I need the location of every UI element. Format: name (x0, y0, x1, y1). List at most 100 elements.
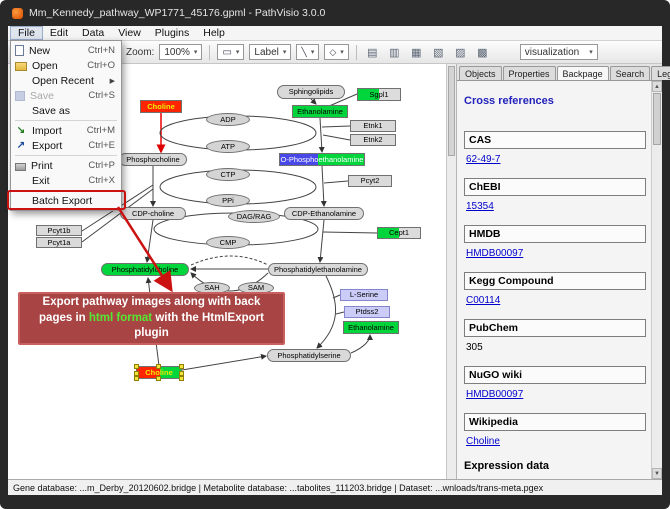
shape-combo[interactable] (324, 44, 349, 60)
menu-item-new[interactable]: New Ctrl+N (11, 43, 121, 58)
pathway-node-phosphocholine[interactable]: Phosphocholine (119, 153, 187, 166)
pathway-node-sgpl1[interactable]: Sgpl1 (357, 88, 401, 101)
menu-item-open-recent[interactable]: Open Recent ▶ (11, 73, 121, 88)
xref-link[interactable]: 62-49-7 (466, 154, 501, 165)
pathway-node-cept1[interactable]: Cept1 (377, 227, 421, 239)
tab-backpage[interactable]: Backpage (556, 66, 609, 80)
align-left-icon[interactable] (408, 44, 425, 61)
pathway-node-ethanolamine-mid[interactable]: Ethanolamine (343, 321, 399, 334)
scrollbar-thumb[interactable] (448, 66, 455, 156)
menu-help[interactable]: Help (203, 27, 225, 39)
pathway-canvas[interactable]: Sphingolipids Sgpl1 Choline Ethanolamine… (8, 64, 446, 479)
pathway-node-phosphatidylcholine[interactable]: Phosphatidylcholine (101, 263, 189, 276)
xref-section-cas: CAS 62-49-7 (464, 131, 646, 165)
scrollbar-thumb[interactable] (653, 93, 661, 145)
print-icon (15, 163, 26, 171)
line-combo[interactable] (296, 44, 320, 60)
distribute-vertical-icon[interactable] (452, 44, 469, 61)
menu-file[interactable]: File (10, 26, 43, 40)
pathway-node-o-phosphoethanolamine[interactable]: O-Phosphoethanolamine (279, 153, 365, 166)
pathway-node-etnk2[interactable]: Etnk2 (350, 134, 396, 146)
pathway-node-ppi[interactable]: PPi (206, 194, 250, 207)
menu-item-open[interactable]: Open Ctrl+O (11, 58, 121, 73)
xref-value: 305 (466, 342, 483, 353)
xref-link[interactable]: C00114 (466, 295, 501, 306)
pathway-node-dag[interactable]: DAG/RAG (228, 210, 280, 223)
selection-handle[interactable] (179, 364, 184, 369)
panel-vertical-scrollbar[interactable] (651, 81, 662, 479)
selection-handle[interactable] (156, 364, 161, 369)
pathway-node-l-serine[interactable]: L-Serine (340, 289, 388, 301)
menu-edit[interactable]: Edit (49, 27, 69, 39)
pathway-node-cdp-ethanolamine[interactable]: CDP-Ethanolamine (284, 207, 364, 220)
pathway-node-sphingolipids[interactable]: Sphingolipids (277, 85, 345, 99)
menu-item-batch-export[interactable]: Batch Export (11, 193, 121, 208)
pathway-node-choline-top[interactable]: Choline (140, 100, 182, 113)
xref-link[interactable]: 15354 (466, 201, 494, 212)
selection-handle[interactable] (134, 364, 139, 369)
menu-item-print[interactable]: Print Ctrl+P (11, 158, 121, 173)
tab-legend[interactable]: Legend (651, 66, 670, 80)
tab-search[interactable]: Search (609, 66, 651, 80)
label-combo[interactable]: Label (249, 44, 292, 60)
menu-item-exit[interactable]: Exit Ctrl+X (11, 173, 121, 188)
zoom-combo[interactable]: 100% (159, 44, 203, 60)
toolbar: Zoom: 100% Label visualization (8, 41, 662, 64)
blank-icon (15, 195, 27, 207)
pathway-node-adp[interactable]: ADP (206, 113, 250, 126)
xref-section-wikipedia: Wikipedia Choline (464, 413, 646, 447)
scroll-up-icon[interactable] (652, 81, 662, 92)
expression-data-heading: Expression data (464, 460, 549, 472)
xref-link[interactable]: HMDB00097 (466, 389, 524, 400)
pathway-node-cmp[interactable]: CMP (206, 236, 250, 249)
menu-item-import[interactable]: Import Ctrl+M (11, 123, 121, 138)
xref-header: Wikipedia (464, 413, 646, 431)
menu-separator (15, 190, 117, 191)
menu-item-save-as[interactable]: Save as (11, 103, 121, 118)
pathway-node-atp[interactable]: ATP (206, 140, 250, 153)
xref-link[interactable]: Choline (466, 436, 500, 447)
toolbar-separator (209, 44, 211, 60)
pathway-node-phosphatidylethanolamine[interactable]: Phosphatidylethanolamine (268, 263, 368, 276)
new-icon (15, 45, 24, 56)
menu-view[interactable]: View (118, 27, 141, 39)
tab-objects[interactable]: Objects (459, 66, 502, 80)
menu-plugins[interactable]: Plugins (154, 27, 190, 39)
import-icon (15, 125, 27, 137)
menu-item-export[interactable]: Export Ctrl+E (11, 138, 121, 153)
pathway-node-cdp-choline[interactable]: CDP-choline (120, 207, 186, 220)
canvas-vertical-scrollbar[interactable] (446, 64, 456, 479)
align-horizontal-icon[interactable] (364, 44, 381, 61)
selection-handle[interactable] (134, 371, 139, 376)
window-title: Mm_Kennedy_pathway_WP1771_45176.gpml - P… (29, 7, 326, 19)
menu-data[interactable]: Data (82, 27, 105, 39)
xref-section-pubchem: PubChem 305 (464, 319, 646, 353)
node-label: Choline (145, 367, 173, 377)
menu-item-save[interactable]: Save Ctrl+S (11, 88, 121, 103)
selection-handle[interactable] (179, 371, 184, 376)
visualization-combo[interactable]: visualization (519, 44, 598, 60)
pathway-node-pcyt1b[interactable]: Pcyt1b (36, 225, 82, 236)
scroll-down-icon[interactable] (652, 468, 662, 479)
selection-handle[interactable] (134, 376, 139, 381)
pathway-node-pcyt2[interactable]: Pcyt2 (348, 175, 392, 187)
datanode-combo[interactable] (217, 44, 245, 60)
stack-icon[interactable] (474, 44, 491, 61)
tab-properties[interactable]: Properties (502, 66, 556, 80)
titlebar: Mm_Kennedy_pathway_WP1771_45176.gpml - P… (0, 0, 670, 26)
pathway-node-ethanolamine-top[interactable]: Ethanolamine (292, 105, 348, 118)
tutorial-callout: Export pathway images along with back pa… (18, 292, 285, 345)
pathway-node-ctp[interactable]: CTP (206, 168, 250, 181)
xref-link[interactable]: HMDB00097 (466, 248, 524, 259)
pathway-node-ptdss2[interactable]: Ptdss2 (344, 306, 390, 318)
menubar: File Edit Data View Plugins Help (8, 26, 662, 41)
selection-handle[interactable] (156, 376, 161, 381)
pathway-node-pcyt1a[interactable]: Pcyt1a (36, 237, 82, 248)
distribute-horizontal-icon[interactable] (430, 44, 447, 61)
pathway-node-etnk1[interactable]: Etnk1 (350, 120, 396, 132)
pathway-node-phosphatidylserine[interactable]: Phosphatidylserine (267, 349, 351, 362)
shape-icon (329, 47, 336, 58)
align-vertical-icon[interactable] (386, 44, 403, 61)
pathway-node-choline-selected[interactable]: Choline (134, 364, 184, 381)
selection-handle[interactable] (179, 376, 184, 381)
